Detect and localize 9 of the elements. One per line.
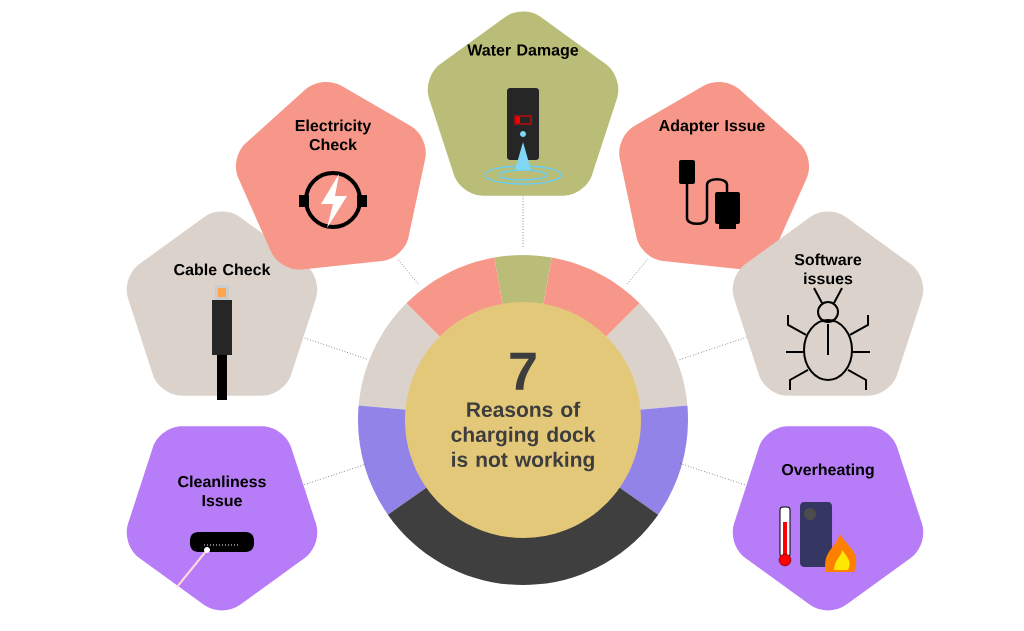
connector-line <box>522 195 524 248</box>
connector-line <box>679 336 747 360</box>
pentagon-card: Software issues <box>732 211 924 396</box>
pentagon-card: Cable Check <box>126 211 318 396</box>
pentagon-card: Cleanliness Issue <box>126 426 318 611</box>
connector-line <box>303 337 367 360</box>
pentagon-card: Water Damage <box>427 11 619 196</box>
connector-line <box>626 259 648 285</box>
connector-line <box>397 259 419 285</box>
